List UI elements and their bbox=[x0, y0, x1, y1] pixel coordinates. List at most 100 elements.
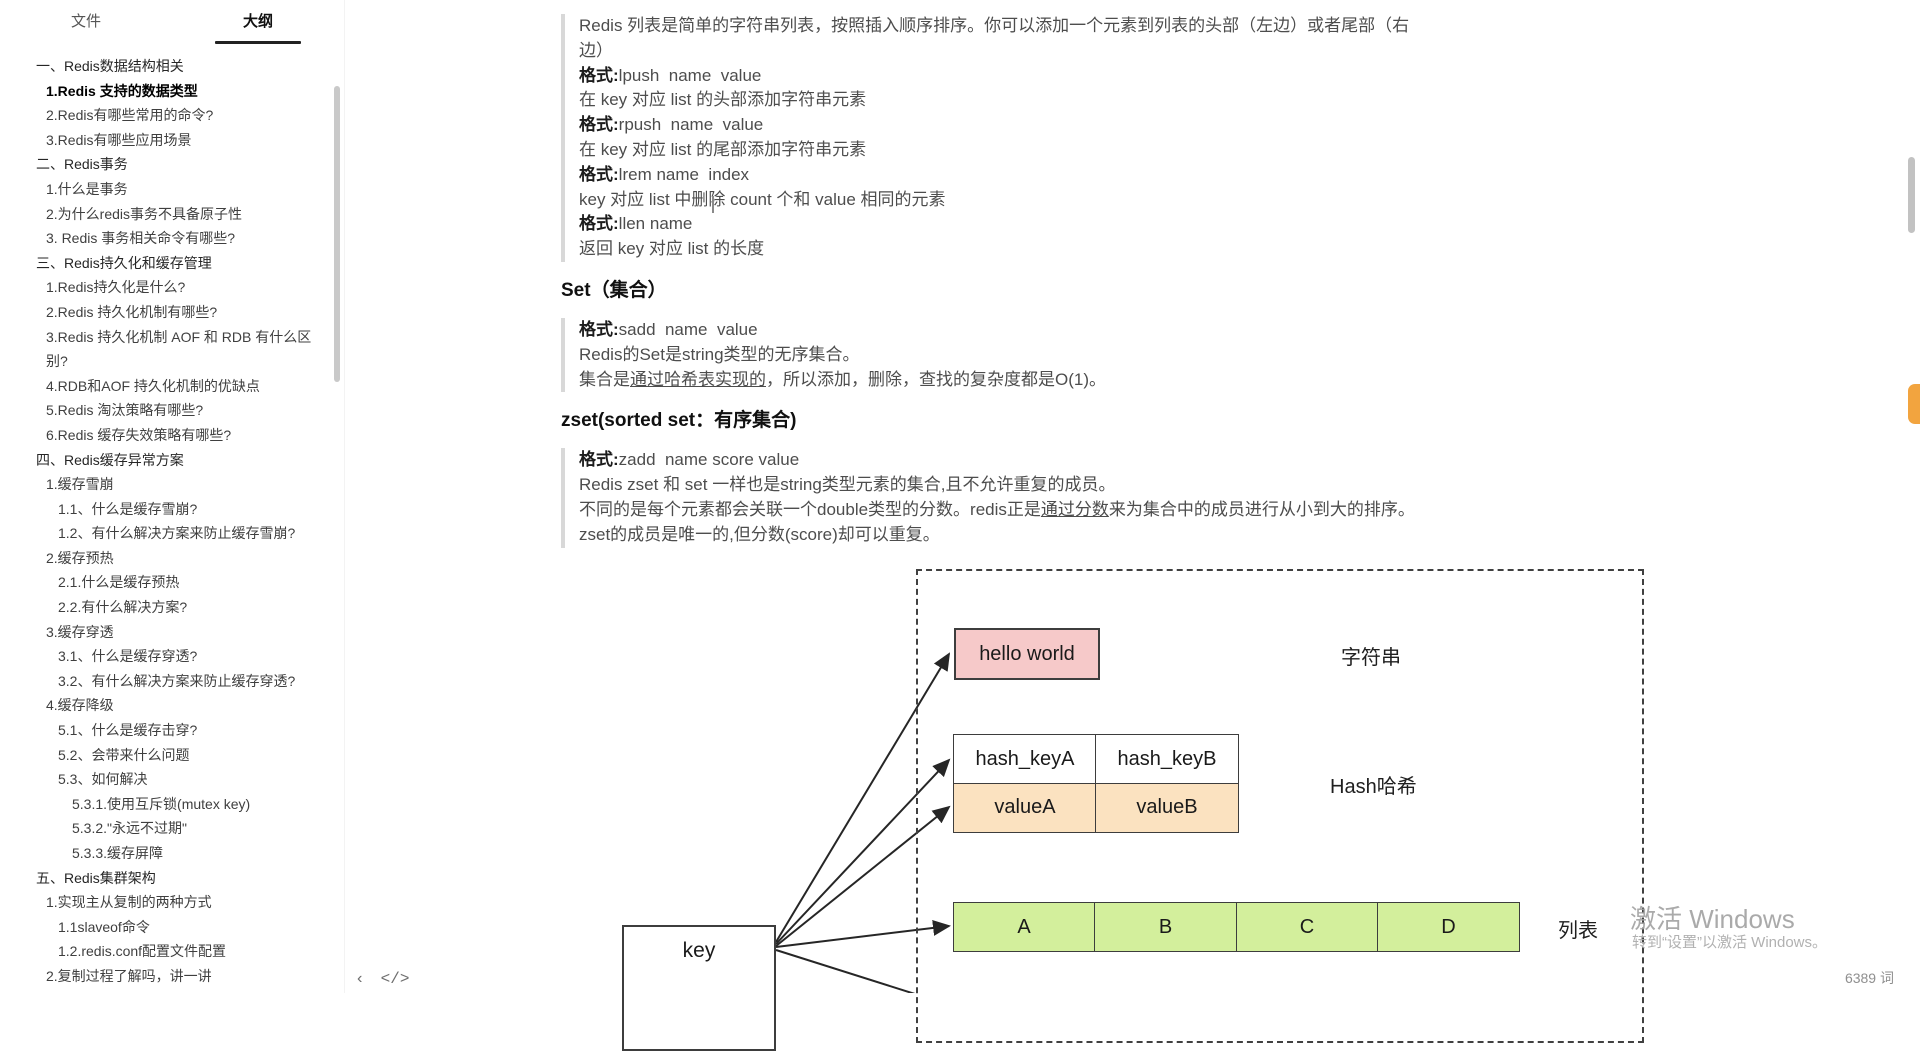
outline-item[interactable]: 五、Redis集群架构 bbox=[0, 866, 332, 891]
outline-item-label: 2.Redis 持久化机制有哪些? bbox=[46, 303, 218, 320]
outline-item[interactable]: 1.实现主从复制的两种方式 bbox=[0, 890, 332, 915]
outline-item[interactable]: 3.2、有什么解决方案来防止缓存穿透? bbox=[0, 669, 332, 694]
outline-item[interactable]: 三、Redis持久化和缓存管理 bbox=[0, 251, 332, 276]
quote-line: 集合是通过哈希表实现的，所以添加，删除，查找的复杂度都是O(1)。 bbox=[579, 368, 1421, 393]
list-commands-quote: Redis 列表是简单的字符串列表，按照插入顺序排序。你可以添加一个元素到列表的… bbox=[561, 14, 1421, 262]
outline-item-label: 2.为什么redis事务不具备原子性 bbox=[46, 205, 243, 222]
outline-item[interactable]: 3.缓存穿透 bbox=[0, 620, 332, 645]
quote-text: 返回 key 对应 list 的长度 bbox=[579, 239, 765, 259]
hash-table: hash_keyA hash_keyB valueA valueB bbox=[953, 734, 1239, 833]
outline-item[interactable]: 1.缓存雪崩 bbox=[0, 472, 332, 497]
outline-item[interactable]: 2.1.什么是缓存预热 bbox=[0, 570, 332, 595]
quote-text: ，所以添加，删除，查找的复杂度都是O(1)。 bbox=[766, 369, 1106, 389]
quote-line: 格式:rpush name value bbox=[579, 113, 1421, 138]
outline-item-label: 3.Redis 持久化机制 AOF 和 RDB 有什么区别? bbox=[46, 328, 312, 370]
outline-item[interactable]: 5.2、会带来什么问题 bbox=[0, 743, 332, 768]
hash-key-cell: hash_keyA bbox=[953, 734, 1097, 785]
zset-quote: 格式:zadd name score value Redis zset 和 se… bbox=[561, 448, 1421, 548]
outline-item[interactable]: 2.2.有什么解决方案? bbox=[0, 595, 332, 620]
quote-text-underlined: 通过哈希表实现的 bbox=[630, 369, 766, 389]
outline-item[interactable]: 2.为什么redis事务不具备原子性 bbox=[0, 202, 332, 227]
outline-item[interactable]: 5.3.1.使用互斥锁(mutex key) bbox=[0, 792, 332, 817]
outline-item-label: 3. Redis 事务相关命令有哪些? bbox=[46, 230, 236, 247]
set-quote: 格式:sadd name value Redis的Set是string类型的无序… bbox=[561, 317, 1421, 393]
quote-text: 不同的是每个元素都会关联一个double类型的分数。redis正是 bbox=[579, 499, 1041, 519]
outline-item-label: 5.3、如何解决 bbox=[58, 771, 148, 788]
scroll-highlight-marker[interactable] bbox=[1908, 384, 1920, 424]
outline-item-label: 1.2、有什么解决方案来防止缓存雪崩? bbox=[58, 525, 296, 542]
quote-line: 格式:sadd name value bbox=[579, 318, 1421, 343]
code-view-icon[interactable]: </> bbox=[380, 970, 410, 988]
key-box: key bbox=[622, 925, 776, 1051]
outline-item[interactable]: 5.1、什么是缓存击穿? bbox=[0, 718, 332, 743]
quote-text: 在 key 对应 list 的头部添加字符串元素 bbox=[579, 90, 867, 110]
outline-item-label: 五、Redis集群架构 bbox=[36, 869, 156, 886]
hash-type-label: Hash哈希 bbox=[1330, 776, 1417, 798]
outline-item-label: 2.复制过程了解吗，讲一讲 bbox=[46, 967, 212, 984]
outline-item[interactable]: 2.复制过程了解吗，讲一讲 bbox=[0, 964, 332, 989]
quote-text: Redis的Set是string类型的无序集合。 bbox=[579, 344, 860, 364]
outline-item[interactable]: 1.2、有什么解决方案来防止缓存雪崩? bbox=[0, 521, 332, 546]
tab-files[interactable]: 文件 bbox=[70, 13, 101, 30]
outline-item-label: 5.3.1.使用互斥锁(mutex key) bbox=[72, 795, 251, 812]
outline-item-label: 1.1slaveof命令 bbox=[58, 918, 150, 935]
outline-item-label: 6.Redis 缓存失效策略有哪些? bbox=[46, 426, 232, 443]
windows-activation-watermark-subtitle: 转到“设置”以激活 Windows。 bbox=[1632, 934, 1828, 951]
tab-outline[interactable]: 大纲 bbox=[172, 0, 344, 46]
quote-line: 返回 key 对应 list 的长度 bbox=[579, 237, 1421, 262]
outline-item[interactable]: 3.Redis 持久化机制 AOF 和 RDB 有什么区别? bbox=[0, 325, 332, 374]
outline-item[interactable]: 一、Redis数据结构相关 bbox=[0, 54, 332, 79]
outline-item[interactable]: 二、Redis事务 bbox=[0, 152, 332, 177]
outline-item[interactable]: 2.缓存预热 bbox=[0, 546, 332, 571]
quote-line: 在 key 对应 list 的尾部添加字符串元素 bbox=[579, 138, 1421, 163]
key-box-label: key bbox=[682, 939, 716, 962]
quote-text-underlined: 通过分数 bbox=[1040, 499, 1109, 519]
outline-item[interactable]: 3.Redis有哪些应用场景 bbox=[0, 128, 332, 153]
sidebar-scrollbar[interactable] bbox=[334, 86, 340, 382]
outline-item[interactable]: 6.Redis 缓存失效策略有哪些? bbox=[0, 423, 332, 448]
quote-text: zset的成员是唯一的,但分数(score)却可以重复。 bbox=[579, 524, 940, 544]
outline-item[interactable]: 1.1slaveof命令 bbox=[0, 915, 332, 940]
outline-item-label: 1.1、什么是缓存雪崩? bbox=[58, 500, 198, 517]
outline-item-label: 3.2、有什么解决方案来防止缓存穿透? bbox=[58, 672, 296, 689]
outline-item-label: 1.2.redis.conf配置文件配置 bbox=[58, 943, 227, 960]
outline-item[interactable]: 4.RDB和AOF 持久化机制的优缺点 bbox=[0, 374, 332, 399]
outline-item[interactable]: 2.Redis 持久化机制有哪些? bbox=[0, 300, 332, 325]
outline-item[interactable]: 1.什么是事务 bbox=[0, 177, 332, 202]
quote-text: rpush name value bbox=[618, 115, 764, 135]
quote-text: zadd name score value bbox=[618, 450, 800, 470]
outline-item[interactable]: 1.1、什么是缓存雪崩? bbox=[0, 497, 332, 522]
outline-item-label: 5.3.3.缓存屏障 bbox=[72, 845, 164, 861]
outline-item[interactable]: 3. Redis 事务相关命令有哪些? bbox=[0, 226, 332, 251]
outline-item-label: 5.1、什么是缓存击穿? bbox=[58, 722, 198, 739]
main-scrollbar[interactable] bbox=[1908, 157, 1915, 233]
quote-line: zset的成员是唯一的,但分数(score)却可以重复。 bbox=[579, 523, 1421, 548]
outline-item-label: 1.什么是事务 bbox=[46, 180, 128, 197]
outline-item[interactable]: 2.Redis有哪些常用的命令? bbox=[0, 103, 332, 128]
quote-text: 集合是 bbox=[579, 369, 630, 389]
outline-item[interactable]: 1.Redis持久化是什么? bbox=[0, 275, 332, 300]
quote-text: lrem name index bbox=[618, 164, 750, 184]
format-label: 格式: bbox=[579, 319, 619, 339]
outline-item[interactable]: 四、Redis缓存异常方案 bbox=[0, 448, 332, 473]
outline-item[interactable]: 5.3.3.缓存屏障 bbox=[0, 841, 332, 866]
outline-item-label: 5.Redis 淘汰策略有哪些? bbox=[46, 402, 204, 419]
outline-item-label: 2.缓存预热 bbox=[46, 549, 114, 566]
hash-key-cell: hash_keyB bbox=[1095, 734, 1239, 785]
format-label: 格式: bbox=[579, 65, 619, 85]
outline-item[interactable]: 4.缓存降级 bbox=[0, 693, 332, 718]
sidebar: 文件 大纲 一、Redis数据结构相关 1.Redis 支持的数据类型 2.Re… bbox=[0, 0, 345, 993]
outline-item-label: 1.Redis持久化是什么? bbox=[46, 279, 186, 296]
outline-item-label: 4.缓存降级 bbox=[46, 697, 114, 714]
quote-text: 来为集合中的成员进行从小到大的排序。 bbox=[1108, 499, 1415, 519]
outline-item[interactable]: 3.1、什么是缓存穿透? bbox=[0, 644, 332, 669]
chevron-left-icon[interactable]: ‹ bbox=[355, 970, 365, 988]
quote-line: 不同的是每个元素都会关联一个double类型的分数。redis正是通过分数来为集… bbox=[579, 498, 1421, 523]
outline-item[interactable]: 5.3、如何解决 bbox=[0, 767, 332, 792]
outline-item-label: 二、Redis事务 bbox=[36, 156, 128, 173]
outline-item-label: 三、Redis持久化和缓存管理 bbox=[36, 254, 212, 271]
outline-item[interactable]: 5.Redis 淘汰策略有哪些? bbox=[0, 398, 332, 423]
outline-item[interactable]: 1.Redis 支持的数据类型 bbox=[0, 79, 332, 104]
outline-item[interactable]: 5.3.2."永远不过期" bbox=[0, 816, 332, 841]
outline-item[interactable]: 1.2.redis.conf配置文件配置 bbox=[0, 939, 332, 964]
